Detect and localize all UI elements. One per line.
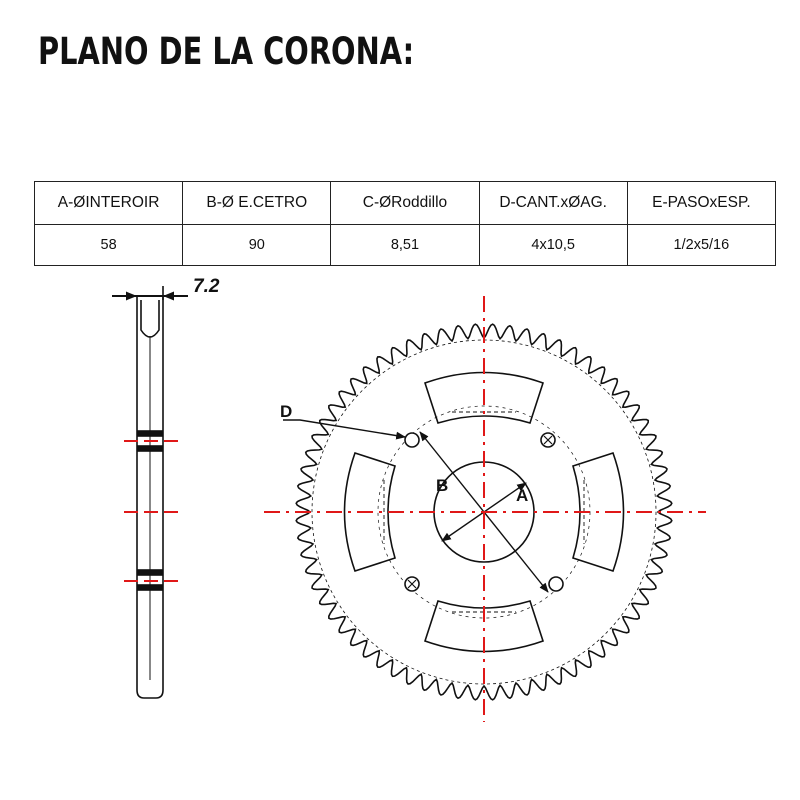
thickness-label: 7.2 xyxy=(193,276,220,297)
page-title: PLANO DE LA CORONA: xyxy=(38,30,415,73)
bolt-hole-top-left xyxy=(404,432,420,448)
header-a: A-ØINTEROIR xyxy=(33,181,184,225)
window-right xyxy=(572,451,625,573)
bolt-hole-marker-bl xyxy=(407,579,417,589)
lightening-windows xyxy=(343,371,625,653)
sprocket-teeth-outline xyxy=(295,323,673,701)
value-d: 4x10,5 xyxy=(478,224,628,266)
spec-table: A-ØINTEROIR B-Ø E.CETRO C-ØRoddillo D-CA… xyxy=(33,181,777,266)
header-b: B-Ø E.CETRO xyxy=(182,181,332,225)
side-view-bolt-top-2 xyxy=(137,445,163,452)
table-row: 58 90 8,51 4x10,5 1/2x5/16 xyxy=(33,224,777,266)
side-view xyxy=(112,286,188,699)
side-view-top-cap xyxy=(140,300,160,338)
value-e: 1/2x5/16 xyxy=(626,224,777,266)
side-view-centerlines xyxy=(124,440,178,582)
value-a: 58 xyxy=(33,224,184,266)
side-view-bolt-top xyxy=(137,430,163,437)
value-c: 8,51 xyxy=(330,224,480,266)
side-view-bolt-bottom-2 xyxy=(137,584,163,591)
table-header-row: A-ØINTEROIR B-Ø E.CETRO C-ØRoddillo D-CA… xyxy=(33,181,777,225)
front-centerlines xyxy=(264,296,706,722)
header-c: C-ØRoddillo xyxy=(330,181,480,225)
value-b: 90 xyxy=(182,224,332,266)
dimension-d-leader xyxy=(283,419,406,440)
label-a: A xyxy=(516,486,528,505)
label-b: B xyxy=(436,476,448,495)
window-top xyxy=(423,371,545,424)
bolt-hole-bottom-right xyxy=(548,576,564,592)
window-bottom xyxy=(423,600,545,653)
window-left xyxy=(343,451,396,573)
side-view-bolt-bottom xyxy=(137,569,163,576)
header-e: E-PASOxESP. xyxy=(626,181,777,225)
label-d: D xyxy=(280,402,292,421)
side-view-outline xyxy=(136,296,164,699)
